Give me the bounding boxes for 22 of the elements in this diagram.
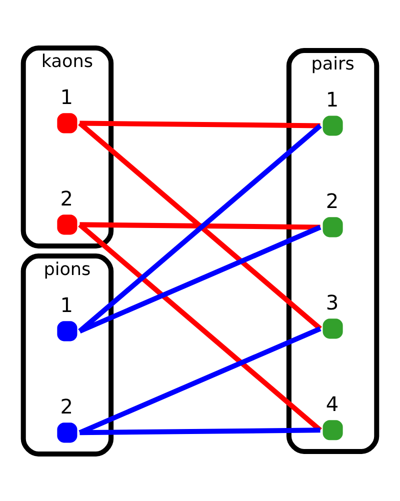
node-circle [57,112,78,133]
node-circle [322,216,343,237]
connector [80,120,320,128]
node-label: 2 [326,188,339,213]
node-label: 2 [60,186,74,210]
node-circle [57,320,78,341]
node-label: 2 [60,394,74,418]
connector [78,224,322,333]
node-label: 1 [60,292,74,317]
connector [78,326,322,434]
connector [80,222,320,230]
node-label: 4 [326,392,339,416]
node-circle [322,420,343,440]
node-label: 1 [60,84,74,109]
connector [80,427,320,435]
node-label: 3 [326,290,339,314]
node-circle [57,214,78,234]
connector [78,222,322,432]
node-circle [322,115,343,136]
node-circle [57,422,78,442]
node-circle [322,318,343,338]
node-label: 1 [326,87,339,112]
